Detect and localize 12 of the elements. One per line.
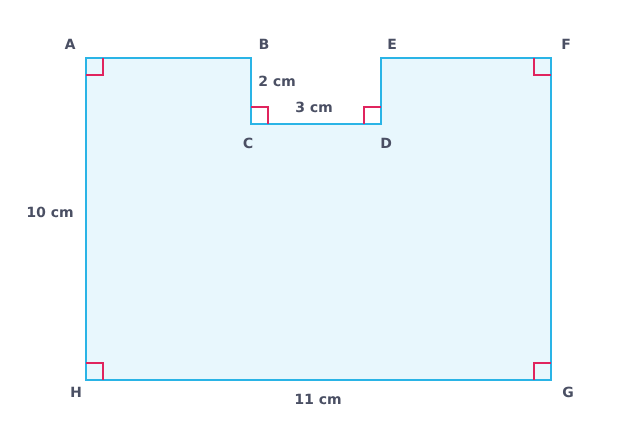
vertex-label: B <box>258 37 270 53</box>
dimension-label: 11 cm <box>294 392 342 408</box>
dimension-label: 10 cm <box>26 205 74 221</box>
vertex-label: D <box>380 136 392 152</box>
dimension-label: 3 cm <box>295 100 333 116</box>
vertex-label: F <box>561 37 571 53</box>
vertex-label: C <box>242 136 254 152</box>
vertex-label: G <box>562 385 574 401</box>
vertex-label: H <box>70 385 82 401</box>
dimension-label: 2 cm <box>258 74 296 90</box>
vertex-label: E <box>387 37 397 53</box>
vertex-label: A <box>64 37 76 53</box>
